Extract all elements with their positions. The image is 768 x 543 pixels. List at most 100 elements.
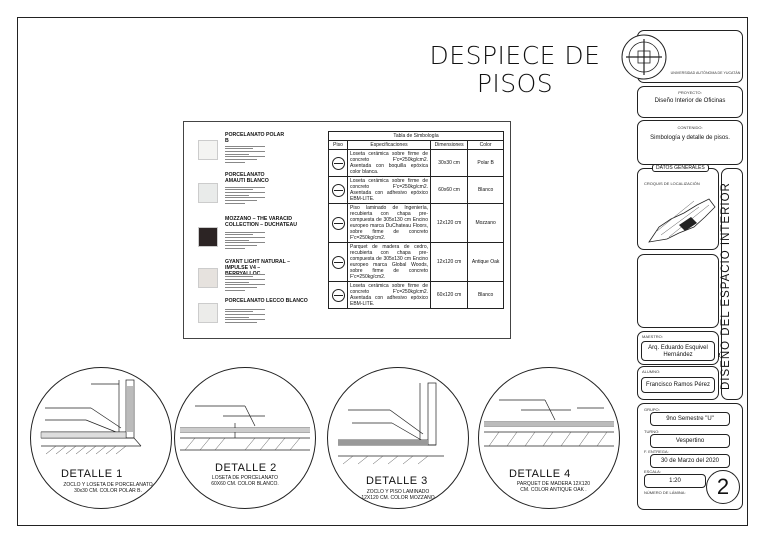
scale-label: ESCALA:: [644, 469, 661, 474]
group-label: GRUPO:: [644, 407, 660, 412]
sheet-number: 2: [706, 470, 740, 504]
scale-value: 1:20: [644, 474, 706, 488]
detail-2-drawing: [180, 405, 310, 451]
detail-title: DETALLE 2: [215, 462, 277, 474]
detail-caption-line: CM. COLOR ANTIQUE OAK .: [520, 487, 587, 493]
color-cell: Blanco: [467, 176, 504, 204]
material-swatch: [198, 303, 218, 323]
material-name: MOZZANO – THE VARACID COLLECTION – DUCHA…: [225, 216, 297, 228]
university-name: UNIVERSIDAD AUTÓNOMA DE YUCATÁN: [670, 71, 741, 75]
title-line-2: PISOS: [476, 69, 554, 98]
floor-symbol-icon: [331, 183, 345, 197]
shift-label: TURNO:: [644, 429, 660, 434]
detail-3-drawing: [338, 382, 444, 465]
blank-box: [637, 254, 719, 328]
dimension-cell: 12x120 cm: [429, 242, 469, 282]
material-name: PORCELANATO AMAUTI BLANCO: [225, 172, 269, 184]
detail-title: DETALLE 4: [509, 468, 571, 480]
detail-2-circle: DETALLE 2 LOSETA DE PORCELANATO 60X60 CM…: [174, 367, 316, 509]
location-map-drawing: [648, 198, 716, 243]
color-cell: Antique Oak: [467, 242, 504, 282]
course-title-box: [721, 168, 743, 400]
detail-1-circle: DETALLE 1 ZOCLO Y LOSETA DE PORCELANATO …: [30, 367, 172, 509]
detail-caption-line: 60X60 CM. COLOR BLANCO.: [211, 481, 279, 487]
table-title: Tabla de Simbología: [328, 131, 504, 141]
material-swatch: [198, 183, 218, 203]
table-header: Especificaciones: [347, 140, 431, 150]
course-title: DISEÑO DEL ESPACIO INTERIOR: [720, 182, 732, 390]
table-row: Parquet de madera de cedro, recubierta c…: [328, 242, 504, 282]
detail-caption: ZOCLO Y PISO LAMINADO 12X120 CM. COLOR M…: [348, 489, 448, 501]
detail-caption-line: ZOCLO Y LOSETA DE PORCELANATO: [63, 482, 153, 488]
table-row: Loseta cerámica sobre firme de concreto …: [328, 281, 504, 309]
location-map-label: CROQUIS DE LOCALIZACIÓN: [644, 181, 700, 186]
table-header: Piso: [328, 140, 348, 150]
material-description: [225, 307, 265, 325]
project-box: PROYECTO: Diseño Interior de Oficinas: [637, 86, 743, 118]
dimension-cell: 60x60 cm: [429, 176, 469, 204]
sheet-title: DESPIECE DE PISOS: [420, 42, 610, 98]
university-box: UNIVERSIDAD AUTÓNOMA DE YUCATÁN: [621, 30, 743, 83]
spec-cell: Loseta cerámica sobre firme de concreto …: [347, 281, 431, 309]
student-box: ALUMNO: Francisco Ramos Pérez: [637, 366, 719, 400]
color-cell: Polar B: [467, 149, 504, 177]
info-box: GRUPO: 9no Semestre "U" TURNO: Vespertin…: [637, 403, 743, 510]
detail-caption: PARQUET DE MADERA 12X120 CM. COLOR ANTIQ…: [501, 481, 606, 493]
content-box: CONTENIDO: Simbología y detalle de pisos…: [637, 120, 743, 165]
floor-symbol-icon: [331, 156, 345, 170]
detail-caption: ZOCLO Y LOSETA DE PORCELANATO 30x30 CM. …: [53, 482, 163, 494]
table-header: Dimensiones: [429, 140, 469, 150]
detail-title: DETALLE 1: [61, 468, 123, 480]
detail-4-circle: DETALLE 4 PARQUET DE MADERA 12X120 CM. C…: [478, 367, 620, 509]
material-name: PORCELANATO LECCO BLANCO: [225, 298, 308, 304]
floor-symbol-icon: [331, 216, 345, 230]
dimension-cell: 60x120 cm: [429, 281, 469, 309]
detail-caption-line: LOSETA DE PORCELANATO: [211, 475, 279, 481]
detail-caption-line: ZOCLO Y PISO LAMINADO: [366, 489, 430, 495]
shift-value: Vespertino: [650, 434, 730, 448]
student-label: ALUMNO:: [642, 369, 661, 374]
location-map-box: DATOS GENERALES CROQUIS DE LOCALIZACIÓN: [637, 164, 719, 250]
detail-caption: LOSETA DE PORCELANATO 60X60 CM. COLOR BL…: [195, 475, 295, 487]
project-label: PROYECTO:: [678, 90, 702, 95]
detail-4-drawing: [484, 399, 614, 447]
group-value: 9no Semestre "U": [650, 412, 730, 426]
content-value: Simbología y detalle de pisos.: [650, 135, 730, 141]
material-description: [225, 272, 265, 292]
detail-title: DETALLE 3: [366, 475, 428, 487]
project-value: Diseño Interior de Oficinas: [654, 98, 726, 104]
table-row: Loseta cerámica sobre firme de concreto …: [328, 176, 504, 204]
dimension-cell: 30x30 cm: [429, 149, 469, 177]
material-swatch: [198, 140, 218, 160]
sheet-number-label: NÚMERO DE LÁMINA:: [644, 490, 686, 495]
detail-caption-line: PARQUET DE MADERA 12X120: [516, 481, 591, 487]
student-value: Francisco Ramos Pérez: [641, 377, 715, 393]
spec-cell: Parquet de madera de cedro, recubierta c…: [347, 242, 431, 282]
university-logo-icon: [621, 34, 667, 80]
color-cell: Blanco: [467, 281, 504, 309]
material-description: [225, 144, 265, 164]
material-swatch: [198, 227, 218, 247]
table-header: Color: [467, 140, 504, 150]
color-cell: Mozzano: [467, 203, 504, 243]
delivery-label: F. ENTREGA:: [644, 449, 669, 454]
material-swatch: [198, 268, 218, 288]
floor-symbol-icon: [331, 288, 345, 302]
detail-1-drawing: [40, 379, 142, 455]
symbology-panel: PORCELANATO POLAR B PORCELANATO AMAUTI B…: [183, 121, 511, 339]
delivery-value: 30 de Marzo del 2020: [650, 454, 730, 468]
detail-3-circle: DETALLE 3 ZOCLO Y PISO LAMINADO 12X120 C…: [327, 367, 469, 509]
content-label: CONTENIDO:: [677, 125, 703, 130]
spec-cell: Loseta cerámica sobre firme de concreto …: [347, 149, 431, 177]
spec-cell: Loseta cerámica sobre firme de concreto …: [347, 176, 431, 204]
floor-symbol-icon: [331, 255, 345, 269]
material-description: [225, 185, 265, 205]
table-row: Piso laminado de Ingeniería, recubierta …: [328, 203, 504, 243]
drawing-sheet: [17, 17, 748, 526]
general-data-label: DATOS GENERALES: [652, 164, 709, 172]
dimension-cell: 12x120 cm: [429, 203, 469, 243]
material-description: [225, 230, 265, 250]
spec-cell: Piso laminado de Ingeniería, recubierta …: [347, 203, 431, 243]
teacher-label: MAESTRO:: [642, 334, 663, 339]
teacher-value: Arq. Eduardo Esquivel Hernández: [641, 341, 715, 361]
